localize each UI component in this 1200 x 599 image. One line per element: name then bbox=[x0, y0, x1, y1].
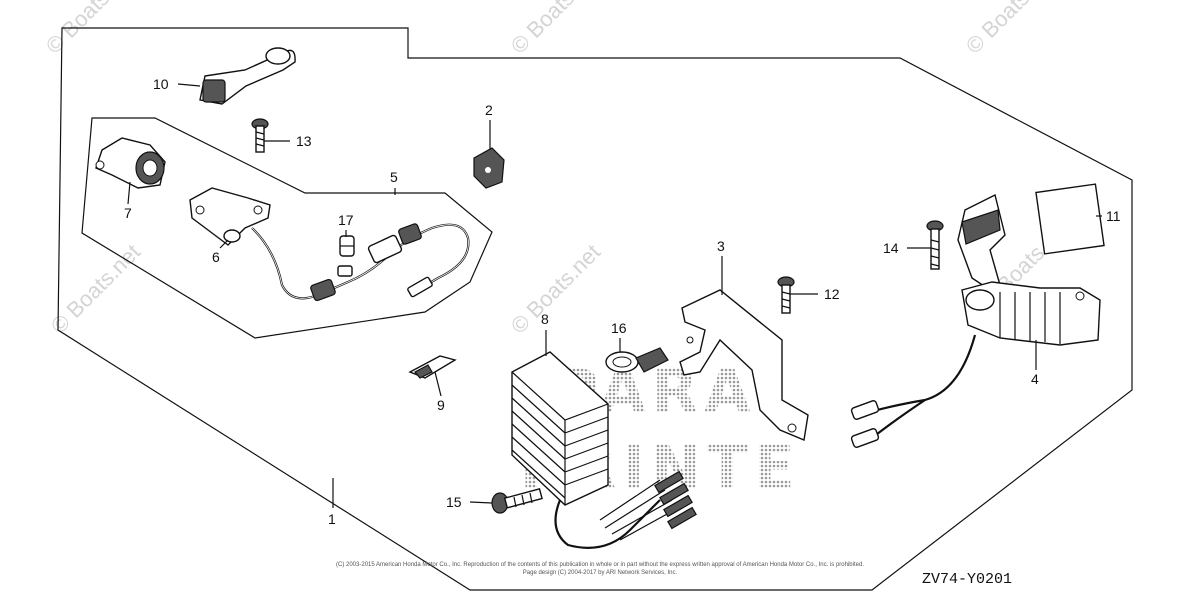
part-16-clamp bbox=[605, 347, 669, 373]
part-14-bolt bbox=[926, 220, 944, 270]
part-7-socket bbox=[95, 137, 166, 189]
callout-8[interactable]: 8 bbox=[541, 311, 549, 327]
callout-12[interactable]: 12 bbox=[824, 286, 840, 302]
callout-16[interactable]: 16 bbox=[611, 320, 627, 336]
part-3-bracket bbox=[679, 289, 809, 441]
part-6-bracket bbox=[189, 187, 271, 246]
watermark-text: © Boats.net bbox=[46, 239, 145, 338]
copyright-line-1: (C) 2003-2015 American Honda Motor Co., … bbox=[336, 562, 864, 568]
watermark-text: © Boats.net bbox=[506, 239, 605, 338]
callout-10[interactable]: 10 bbox=[153, 76, 169, 92]
part-4-coil bbox=[850, 193, 1101, 448]
part-10-cap bbox=[199, 47, 296, 105]
assembly-outline bbox=[57, 27, 1133, 591]
copyright-line-2: Page design (C) 2004-2017 by ARI Network… bbox=[523, 570, 678, 576]
callout-11[interactable]: 11 bbox=[1106, 208, 1121, 224]
watermark-text: © Boats.net bbox=[961, 0, 1060, 59]
callout-13[interactable]: 13 bbox=[296, 133, 312, 149]
part-11-label bbox=[1035, 183, 1105, 255]
leader-lines bbox=[127, 83, 1102, 508]
part-2-clip bbox=[473, 147, 505, 189]
callout-17[interactable]: 17 bbox=[338, 212, 354, 228]
part-9-plate bbox=[408, 355, 457, 379]
part-17-fuse bbox=[339, 235, 355, 257]
part-15-bolt bbox=[491, 487, 543, 514]
subassembly-outline bbox=[81, 117, 493, 339]
watermark-text: © Boats.net bbox=[41, 0, 140, 59]
diagram-code: ZV74-Y0201 bbox=[922, 571, 1012, 588]
watermark-layer: © Boats.net © Boats.net © Boats.net © Bo… bbox=[41, 0, 1075, 339]
callout-6[interactable]: 6 bbox=[212, 249, 220, 265]
callout-9[interactable]: 9 bbox=[437, 397, 445, 413]
part-13-screw bbox=[251, 118, 269, 153]
part-8-regulator bbox=[511, 351, 697, 549]
callout-7[interactable]: 7 bbox=[124, 205, 132, 221]
callouts: 1 2 3 4 5 6 7 8 9 10 11 12 13 14 15 16 1… bbox=[124, 76, 1121, 527]
callout-2[interactable]: 2 bbox=[485, 102, 493, 118]
callout-1[interactable]: 1 bbox=[328, 511, 336, 527]
callout-14[interactable]: 14 bbox=[883, 240, 899, 256]
watermark-text: © Boats.net bbox=[506, 0, 605, 59]
callout-5[interactable]: 5 bbox=[390, 169, 398, 185]
callout-15[interactable]: 15 bbox=[446, 494, 462, 510]
part-12-bolt bbox=[777, 276, 795, 314]
callout-4[interactable]: 4 bbox=[1031, 371, 1039, 387]
part-5-harness bbox=[251, 223, 470, 302]
callout-3[interactable]: 3 bbox=[717, 238, 725, 254]
